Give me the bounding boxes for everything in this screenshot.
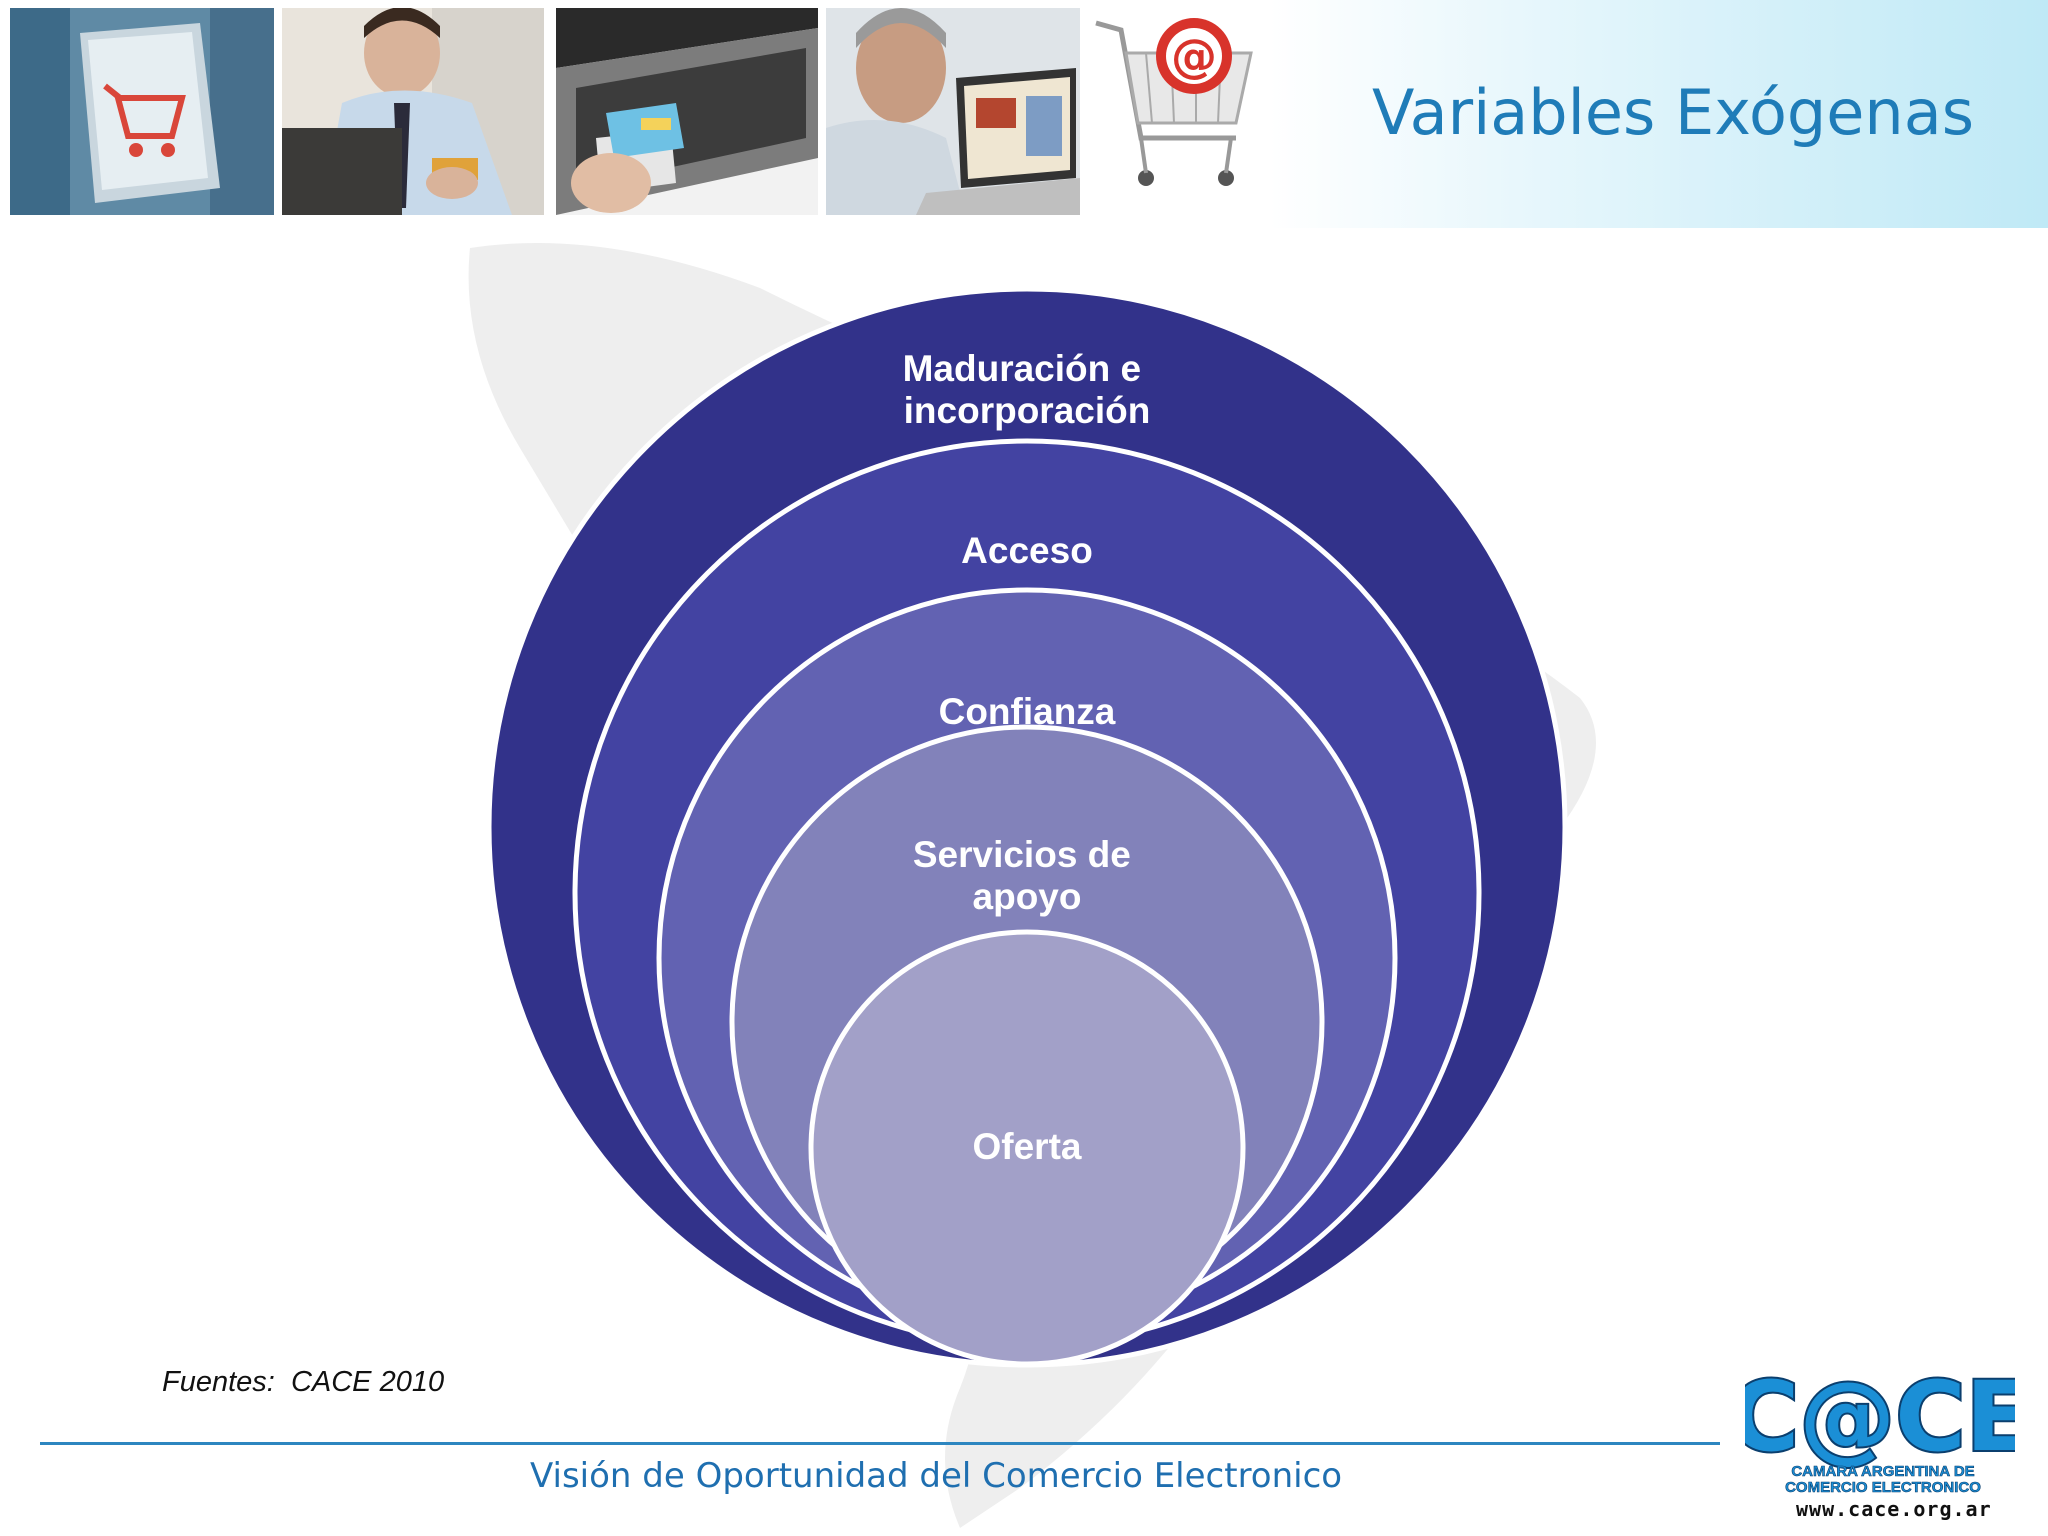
svg-text:@: @	[1171, 29, 1217, 83]
businessman-credit-card-photo	[282, 8, 544, 215]
label-layer-2: Acceso	[961, 530, 1093, 571]
cace-logo: C@CE CAMARA ARGENTINA DE COMERCIO ELECTR…	[1745, 1359, 2015, 1496]
source-note: Fuentes: CACE 2010	[162, 1366, 445, 1398]
circle-layer-5	[808, 929, 1246, 1367]
label-layer-5: Oferta	[973, 1126, 1082, 1167]
label-layer-1-line-2: incorporación	[904, 390, 1151, 431]
logo-subtitle-line-2: COMERCIO ELECTRONICO	[1785, 1479, 1981, 1496]
label-layer-4: Servicios de apoyo	[913, 834, 1141, 917]
laptop-credit-card-photo	[556, 8, 818, 215]
man-using-laptop-photo	[826, 8, 1080, 215]
label-layer-4-line-1: Servicios de	[913, 834, 1131, 875]
keyboard-cart-key-photo	[10, 8, 274, 215]
logo-subtitle-line-1: CAMARA ARGENTINA DE	[1791, 1463, 1974, 1480]
label-layer-4-line-2: apoyo	[973, 876, 1082, 917]
slide-title: Variables Exógenas	[1372, 76, 1975, 149]
logo-wordmark: C@CE	[1745, 1361, 2015, 1473]
shopping-cart-at-sign-photo: @	[1086, 8, 1266, 215]
label-layer-1-line-1: Maduración e	[903, 348, 1142, 389]
label-layer-1: Maduración e incorporación	[903, 348, 1152, 431]
footer-text: Visión de Oportunidad del Comercio Elect…	[530, 1456, 1343, 1496]
logo-url: www.cace.org.ar	[1796, 1497, 1992, 1521]
footer-divider	[40, 1442, 1720, 1445]
diagram-layer-5: Oferta	[808, 929, 1246, 1367]
